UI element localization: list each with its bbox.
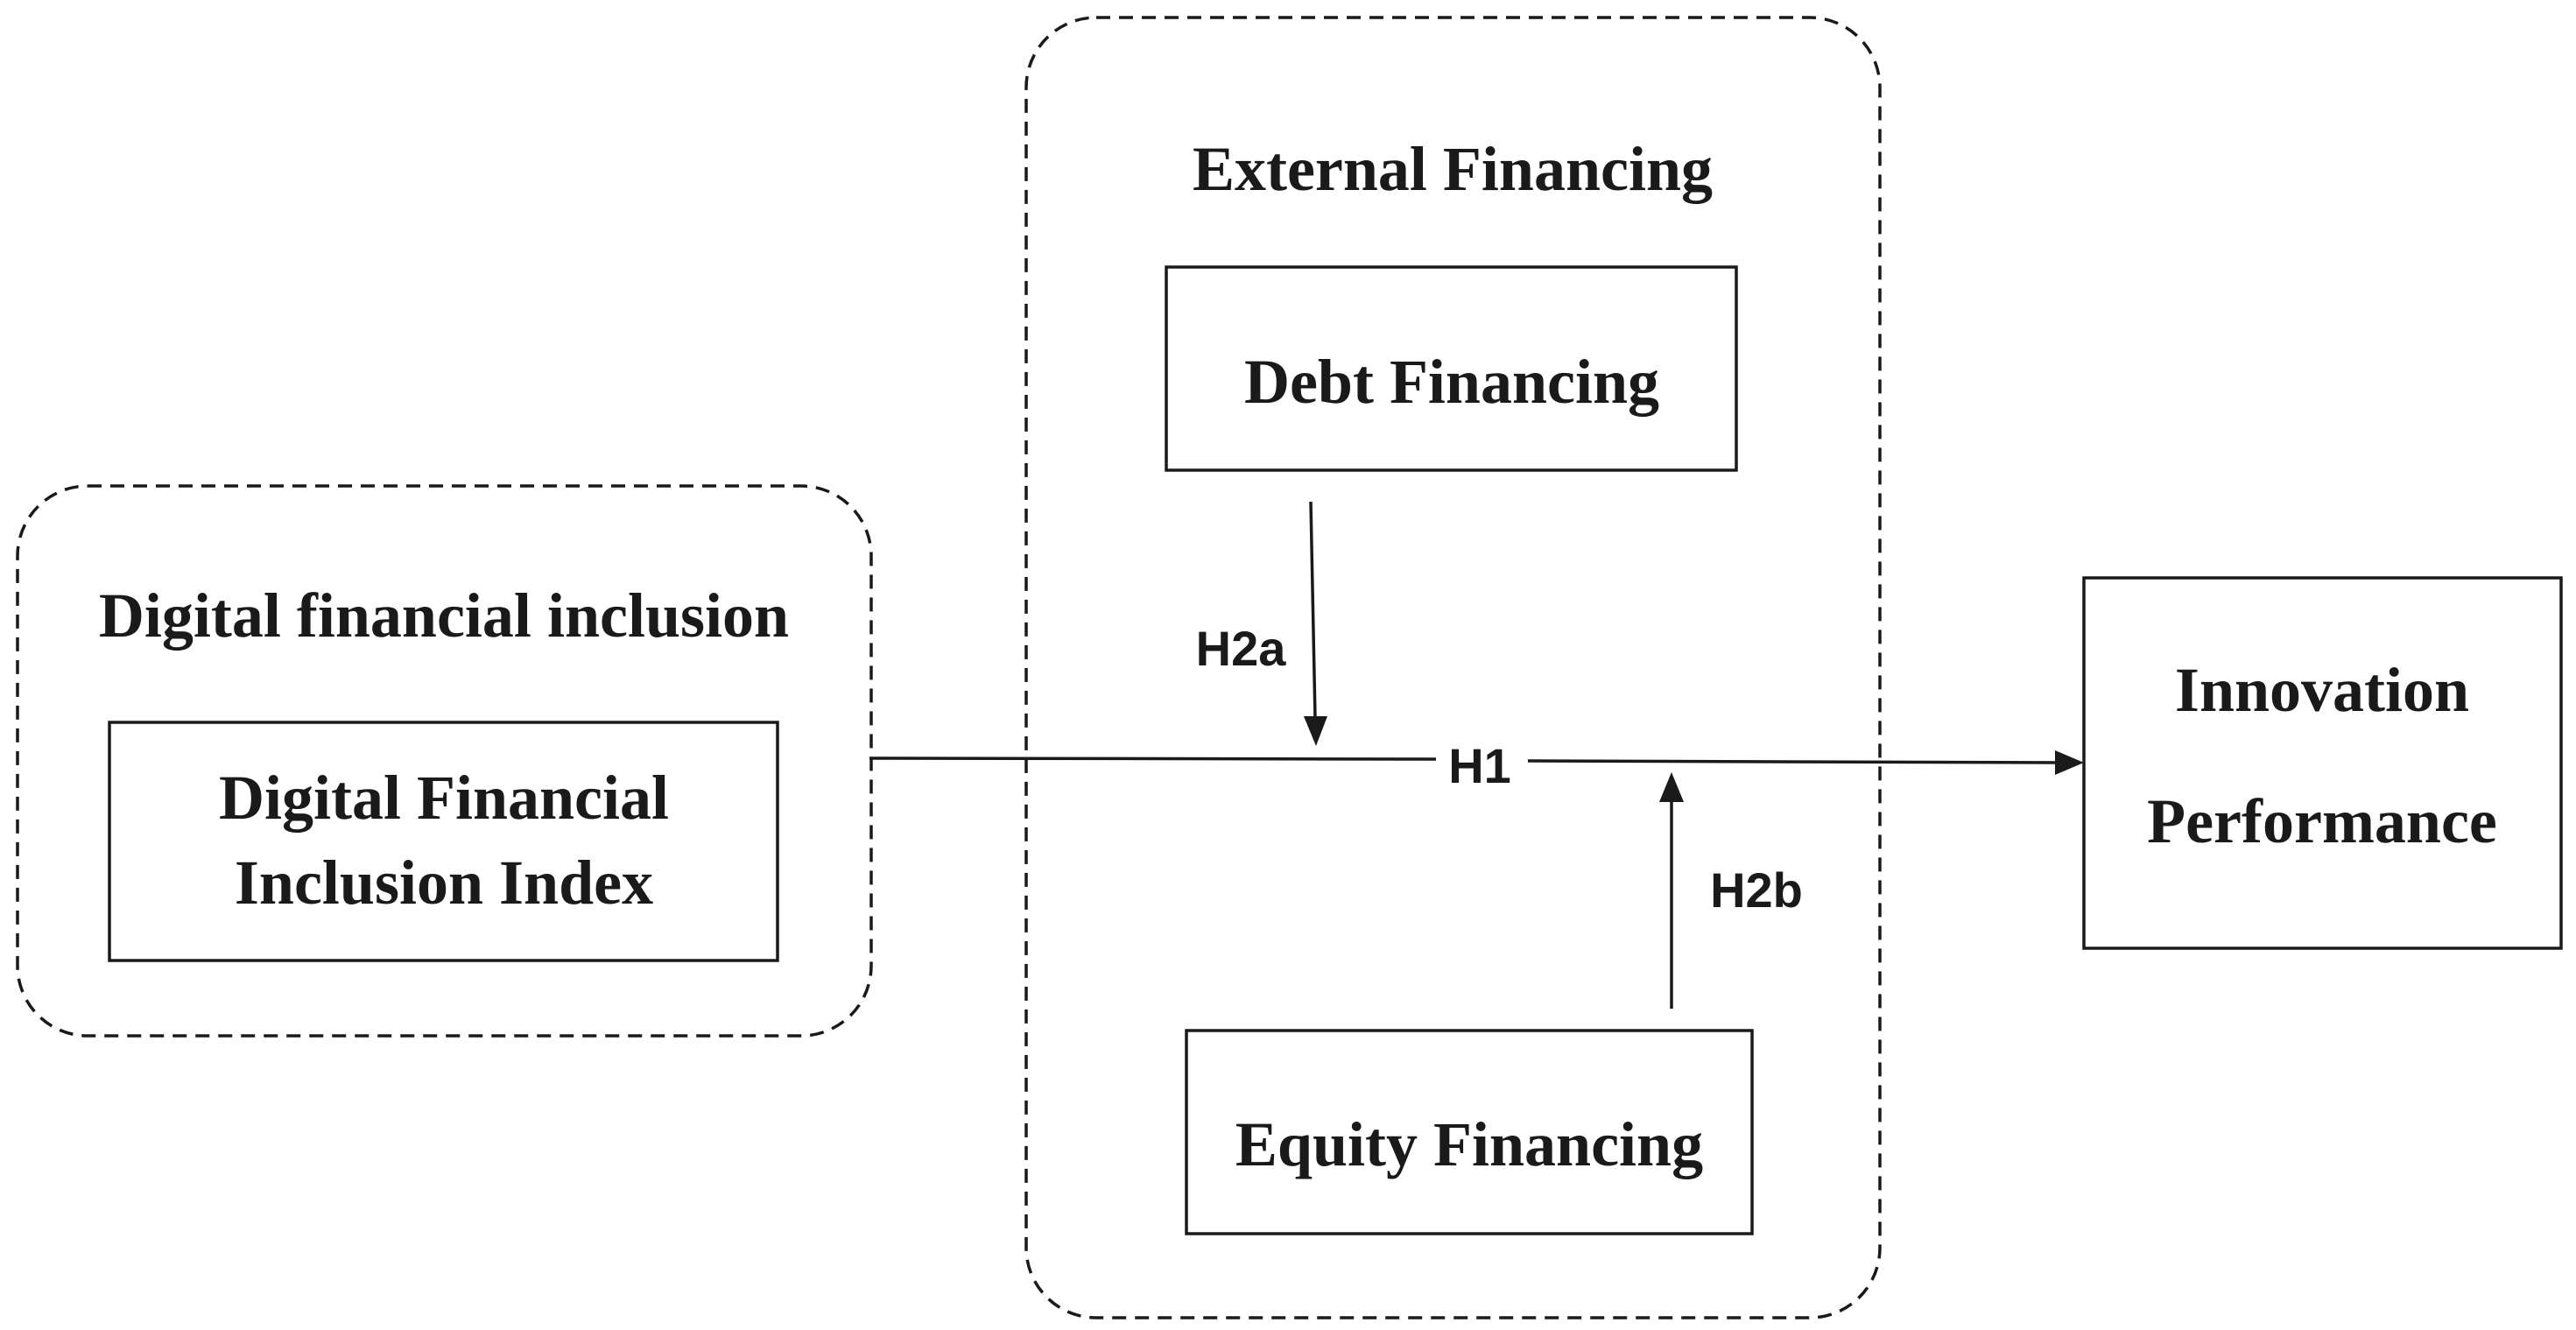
edge-h1: H1 xyxy=(869,738,2084,793)
edge-line-h2a xyxy=(1309,501,1317,719)
node-digital-financial-inclusion-index: Digital Financial Inclusion Index xyxy=(108,721,779,962)
arrowhead-h1 xyxy=(2055,750,2084,775)
node-box-innovation-performance xyxy=(2082,576,2563,950)
arrowhead-h2a xyxy=(1304,716,1327,746)
node-label-line2-digital-financial-inclusion-index: Inclusion Index xyxy=(235,848,653,918)
node-label-debt-financing: Debt Financing xyxy=(1244,347,1659,417)
group-title-external-financing: External Financing xyxy=(1193,134,1713,204)
arrowhead-h2b xyxy=(1659,772,1684,802)
node-debt-financing: Debt Financing xyxy=(1165,265,1738,472)
edge-line-h1-right xyxy=(1527,759,2059,764)
node-equity-financing: Equity Financing xyxy=(1185,1029,1754,1235)
node-box-digital-financial-inclusion-index xyxy=(108,721,779,962)
edge-h2b: H2b xyxy=(1659,772,1803,1009)
edge-h2a: H2a xyxy=(1196,501,1327,746)
edge-line-h1-left xyxy=(869,756,1437,761)
node-innovation-performance: Innovation Performance xyxy=(2082,576,2563,950)
edge-label-h1: H1 xyxy=(1448,738,1511,793)
node-label-line2-innovation-performance: Performance xyxy=(2147,786,2497,856)
group-title-digital-financial-inclusion: Digital financial inclusion xyxy=(99,581,789,651)
node-label-line1-digital-financial-inclusion-index: Digital Financial xyxy=(219,763,669,833)
node-box-debt-financing xyxy=(1165,265,1738,472)
node-box-equity-financing xyxy=(1185,1029,1754,1235)
node-label-line1-innovation-performance: Innovation xyxy=(2175,655,2469,725)
node-label-equity-financing: Equity Financing xyxy=(1235,1109,1703,1179)
edge-label-h2a: H2a xyxy=(1196,621,1287,676)
edge-label-h2b: H2b xyxy=(1710,862,1803,918)
